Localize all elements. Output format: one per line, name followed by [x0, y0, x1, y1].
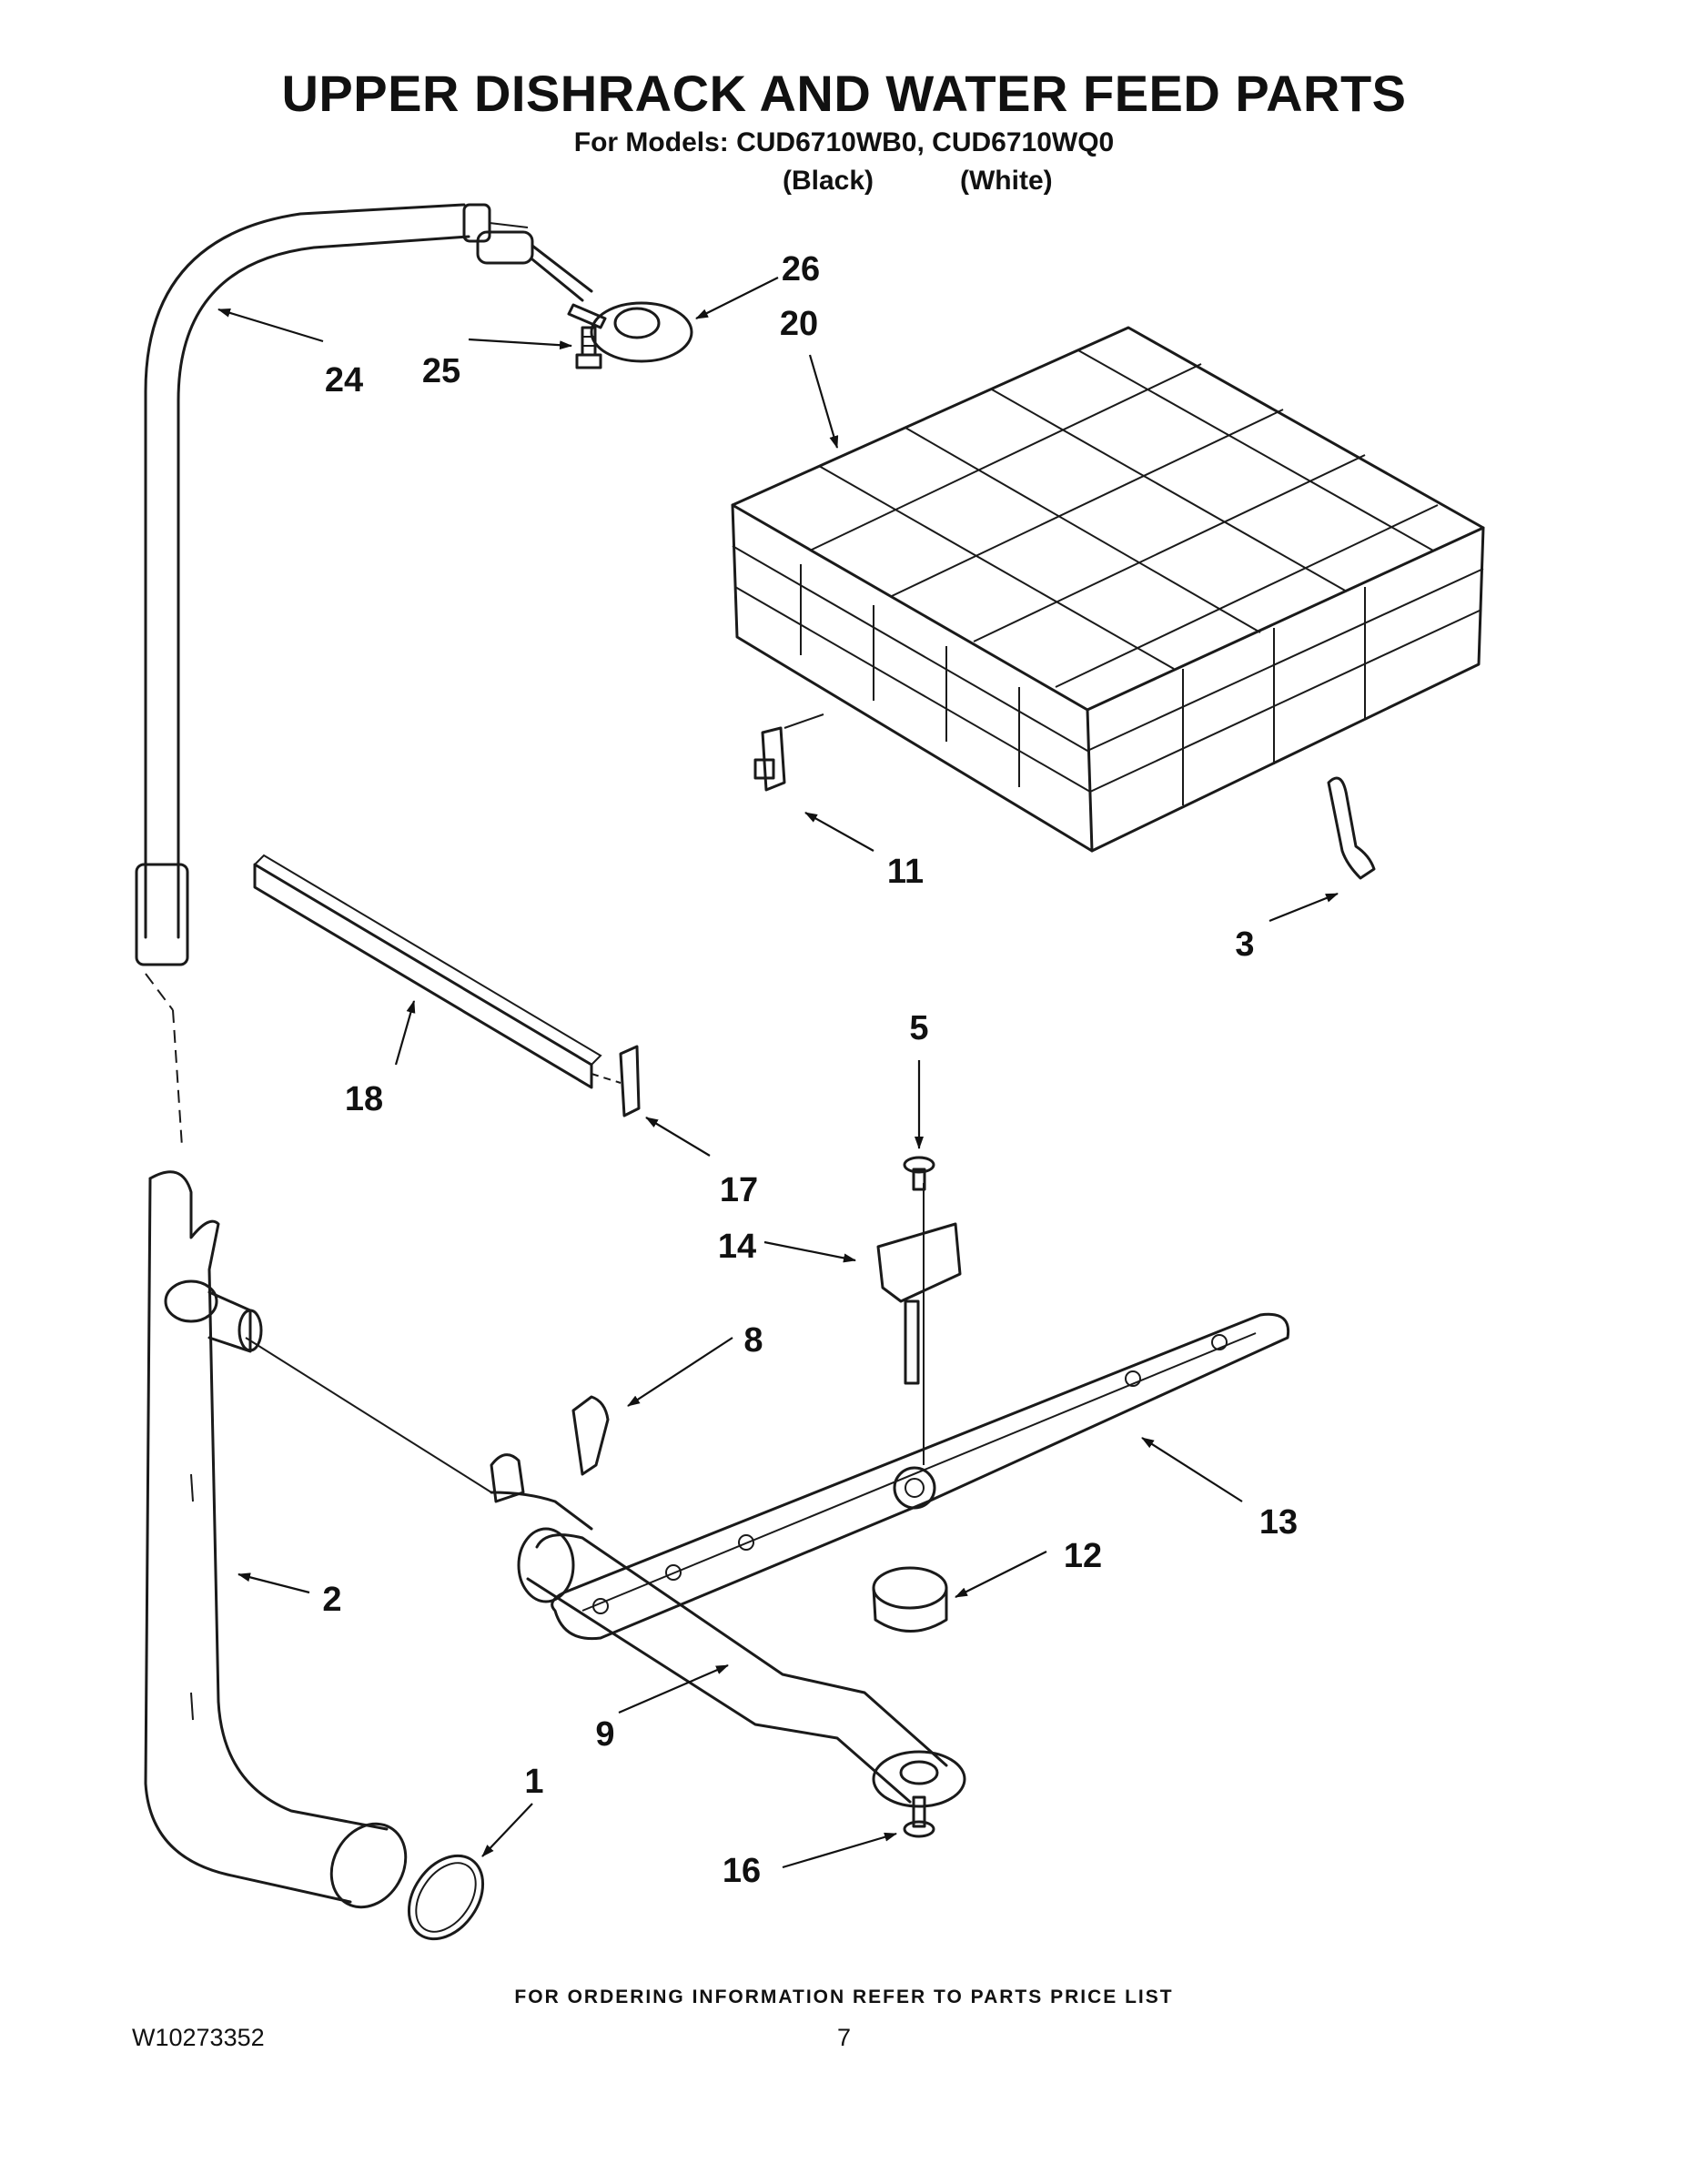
part-9-rack-clip — [753, 713, 824, 792]
leader-16 — [782, 1832, 897, 1869]
page-title: UPPER DISHRACK AND WATER FEED PARTS — [281, 65, 1407, 122]
leader-17 — [645, 1117, 711, 1157]
callout-20: 20 — [780, 305, 818, 343]
callout-14: 14 — [718, 1228, 756, 1266]
leader-12 — [955, 1551, 1047, 1598]
leader-8 — [627, 1337, 733, 1407]
callout-26: 25 — [422, 352, 460, 390]
leader-25 — [695, 277, 779, 319]
callout-1: 1 — [524, 1763, 543, 1801]
part-17-end-cap — [591, 1045, 641, 1117]
part-3-rack-latch — [1327, 776, 1376, 880]
callout-5: 5 — [909, 1009, 928, 1047]
document-number: W10273352 — [132, 2024, 265, 2051]
part-13-spray-arm — [551, 1312, 1290, 1641]
callout-8: 8 — [743, 1321, 763, 1360]
callout-2: 2 — [322, 1581, 341, 1619]
part-8-bracket — [490, 1395, 610, 1531]
leader-14 — [763, 1240, 856, 1263]
callout-9: 11 — [887, 853, 924, 891]
leader-13 — [1141, 1437, 1243, 1502]
leader-20 — [808, 354, 839, 449]
callout-12: 12 — [1064, 1537, 1102, 1575]
part-26-screw — [575, 326, 602, 369]
callout-labels: 24 26 20 25 11 3 5 18 17 14 8 13 12 2 9 … — [322, 250, 1298, 1890]
callout-25: 26 — [782, 250, 820, 288]
leader-2 — [238, 1572, 310, 1594]
callout-17: 17 — [720, 1171, 758, 1209]
callout-3: 3 — [1235, 925, 1254, 964]
finish-white-label: (White) — [960, 166, 1053, 196]
leader-9 — [804, 812, 874, 852]
callout-24: 24 — [325, 361, 363, 399]
leader-24 — [217, 308, 324, 343]
part-2-feed-manifold — [144, 1170, 408, 1909]
part-16-screw — [903, 1795, 935, 1838]
finish-black-label: (Black) — [783, 166, 874, 196]
leader-18 — [394, 1000, 416, 1066]
part-12-seal-ring — [872, 1566, 948, 1633]
leader-26 — [468, 338, 572, 350]
leader-3 — [1269, 892, 1339, 923]
leader-11 — [618, 1663, 729, 1714]
part-14-mount — [876, 1183, 962, 1465]
part-5-screw — [903, 1156, 935, 1191]
leader-1 — [481, 1803, 533, 1857]
part-24-feed-tube — [135, 203, 529, 1148]
callout-11: 9 — [595, 1715, 614, 1754]
part-25-feed-nozzle — [476, 230, 693, 363]
callout-13: 13 — [1259, 1503, 1298, 1542]
leader-arrows — [217, 277, 1339, 1869]
part-1-o-ring — [407, 1854, 485, 1941]
callout-16: 16 — [723, 1852, 761, 1890]
callout-18: 18 — [345, 1080, 383, 1118]
page-number: 7 — [836, 2024, 852, 2051]
part-18-rack-rail — [253, 854, 602, 1089]
models-line: For Models: CUD6710WB0, CUD6710WQ0 — [573, 127, 1115, 157]
ordering-note: FOR ORDERING INFORMATION REFER TO PARTS … — [514, 1987, 1174, 2007]
part-11-spray-tube — [245, 1337, 966, 1808]
part-20-upper-dishrack — [731, 326, 1485, 853]
